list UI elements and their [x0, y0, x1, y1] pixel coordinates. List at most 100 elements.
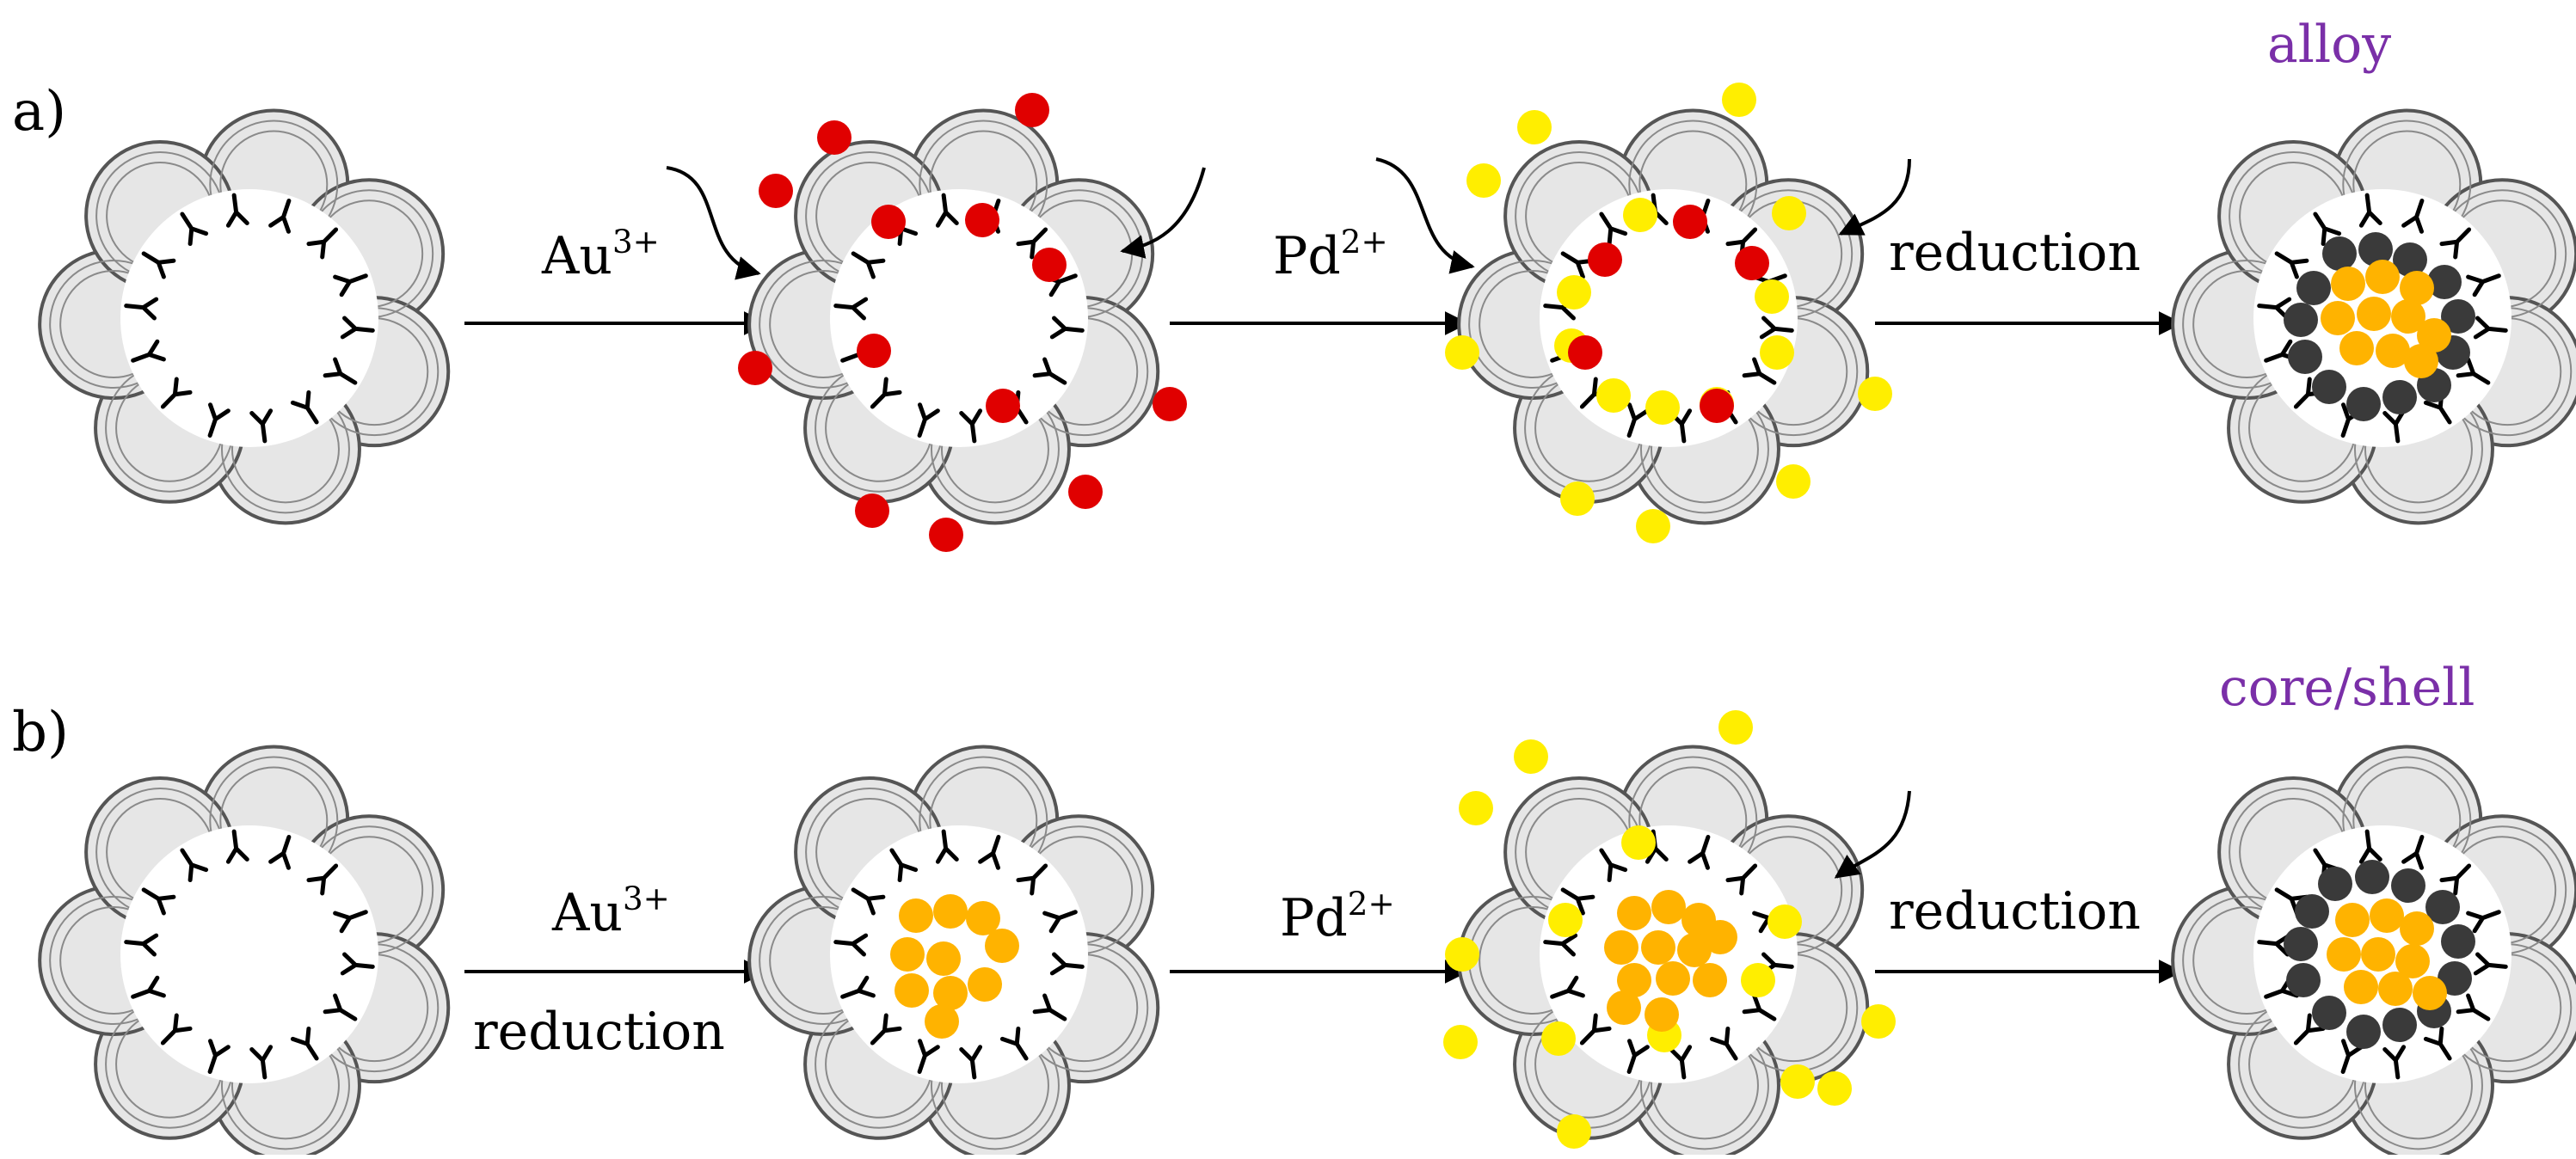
metal-atom-dot [2438, 961, 2472, 996]
metal-atom-dot [1607, 990, 1641, 1025]
metal-atom-dot [2370, 898, 2404, 933]
metal-atom-dot [2284, 927, 2318, 961]
y-shaped-ligand-icon [141, 887, 176, 916]
pd-ion-dot [1517, 110, 1552, 144]
y-shaped-ligand-icon [1599, 848, 1628, 883]
y-shaped-ligand-icon [225, 193, 249, 228]
panel-b-step3-reagent: reduction [1889, 881, 2141, 941]
metal-atom-dot [2296, 271, 2331, 305]
metal-atom-dot [2327, 937, 2361, 972]
y-shaped-ligand-icon [1016, 863, 1048, 896]
pd-ion-dot [1780, 1064, 1815, 1099]
pd-ion-dot [1596, 378, 1631, 413]
y-shaped-ligand-icon [268, 835, 292, 870]
y-shaped-ligand-icon [225, 829, 249, 864]
metal-atom-dot [2391, 299, 2425, 334]
panel-b-label: b) [12, 701, 69, 764]
y-shaped-ligand-icon [935, 193, 959, 228]
pd-ion-dot [1776, 464, 1811, 499]
pd-ion-dot [1557, 1114, 1591, 1149]
y-shaped-ligand-icon [1049, 316, 1085, 340]
panel-b-step1-below-label: reduction [473, 1002, 725, 1062]
pd-ion-dot [1645, 390, 1680, 425]
panel-b-step2-label: Pd2+ [1280, 887, 1395, 944]
pd-ion-dot [1760, 335, 1794, 370]
y-shaped-ligand-icon [290, 1026, 319, 1061]
y-shaped-ligand-icon [1032, 993, 1067, 1021]
metal-atom-dot [985, 929, 1019, 963]
metal-atom-dot [2395, 944, 2430, 978]
metal-atom-dot [2393, 242, 2427, 277]
metal-atom-dot [2441, 924, 2475, 959]
metal-atom-dot [2355, 860, 2389, 894]
panel-a-step3-reagent: reduction [1889, 223, 2141, 283]
metal-atom-dot [966, 901, 1000, 935]
pd-ion-dot [1768, 905, 1802, 939]
y-shaped-ligand-icon [2401, 835, 2425, 870]
metal-atom-dot [1604, 930, 1638, 965]
pd-ion-dot [1557, 275, 1591, 310]
metal-atom-dot [2331, 267, 2365, 301]
pd-ion-dot [1722, 83, 1756, 117]
au-ion-dot [1700, 389, 1734, 423]
au-ion-dot [929, 518, 963, 552]
y-shaped-ligand-icon [2456, 357, 2491, 385]
metal-atom-dot [2344, 970, 2378, 1004]
metal-atom-dot [926, 941, 961, 976]
y-shaped-ligand-icon [2358, 829, 2382, 864]
y-shaped-ligand-icon [1669, 1045, 1693, 1080]
pd-ion-dot [1623, 198, 1657, 232]
y-shaped-ligand-icon [2439, 863, 2472, 896]
metal-atom-dot [2391, 868, 2425, 903]
y-shaped-ligand-icon [2382, 1045, 2407, 1080]
metal-atom-dot [2335, 903, 2370, 937]
pd-ion-dot [1459, 791, 1493, 825]
y-shaped-ligand-icon [160, 377, 193, 409]
pd-ion-dot [1621, 825, 1656, 860]
panel-a-step1-reagent: Au [542, 226, 612, 286]
y-shaped-ligand-icon [333, 273, 368, 297]
pd-ion-dot [1560, 481, 1595, 516]
metal-atom-dot [933, 976, 968, 1010]
metal-atom-dot [2365, 260, 2400, 294]
y-shaped-ligand-icon [2473, 952, 2508, 976]
pd-ion-dot [1548, 903, 1583, 937]
metal-atom-dot [2346, 387, 2381, 421]
metal-atom-dot [2382, 1008, 2417, 1042]
y-shaped-ligand-icon [1042, 910, 1078, 934]
pd-ion-dot [1858, 377, 1892, 411]
protein-cage-icon [747, 108, 1160, 525]
panel-a-step2-reagent: Pd [1273, 226, 1341, 286]
y-shaped-ligand-icon [2466, 910, 2501, 934]
metal-atom-dot [895, 973, 929, 1008]
metal-atom-dot [968, 967, 1002, 1002]
y-shaped-ligand-icon [2473, 316, 2508, 340]
y-shaped-ligand-icon [978, 835, 1001, 870]
panel-b-step3-label: reduction [1889, 886, 2141, 937]
panel-b-outcome-label: core/shell [2219, 658, 2475, 718]
y-shaped-ligand-icon [207, 1039, 231, 1074]
y-shaped-ligand-icon [1599, 212, 1628, 247]
panel-a-step1-label: Au3+ [542, 225, 660, 282]
pd-ion-dot [1514, 739, 1548, 774]
pd-ion-dot [1718, 710, 1753, 745]
pd-ion-dot [1755, 279, 1789, 314]
y-shaped-ligand-icon [333, 910, 368, 934]
y-shaped-ligand-icon [917, 1039, 940, 1074]
y-shaped-ligand-icon [1626, 402, 1650, 438]
y-shaped-ligand-icon [889, 848, 919, 883]
y-shaped-ligand-icon [1759, 316, 1794, 340]
metal-atom-dot [2413, 976, 2447, 1010]
y-shaped-ligand-icon [1709, 1026, 1738, 1061]
y-shaped-ligand-icon [207, 402, 231, 438]
pd-ion-dot [1445, 335, 1479, 370]
au-ion-dot [1153, 387, 1187, 421]
y-shaped-ligand-icon [935, 829, 959, 864]
metal-atom-dot [1617, 963, 1651, 997]
entry-arrow-icon [1838, 158, 1911, 236]
y-shaped-ligand-icon [180, 848, 209, 883]
y-shaped-ligand-icon [870, 377, 902, 409]
au-ion-dot [1068, 475, 1103, 509]
protein-cage-icon [38, 108, 451, 525]
